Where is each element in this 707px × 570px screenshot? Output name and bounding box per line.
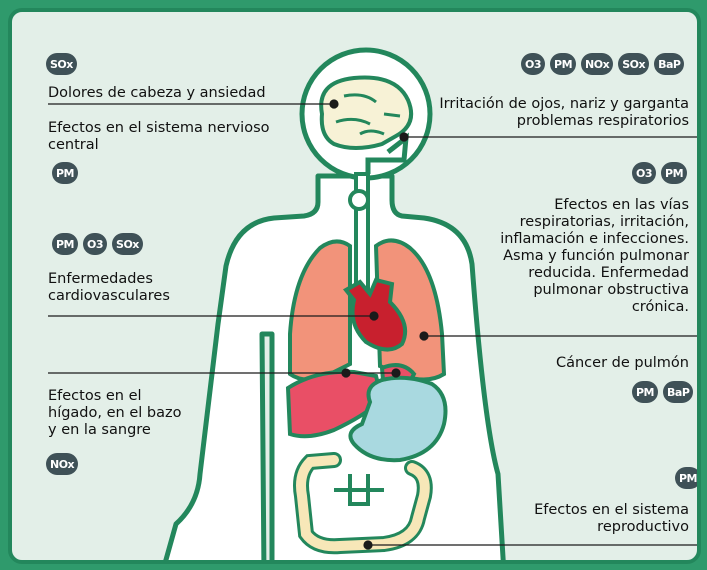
badge-pm: PM [661,162,688,184]
badge-sox: SOx [46,53,77,75]
brain [319,75,413,150]
intestine-fill [296,455,430,552]
badge-o3: O3 [521,53,546,75]
leader-lines [48,99,697,550]
badge-o3: O3 [83,233,108,255]
larynx-dot [348,189,370,211]
badge-bap: BaP [654,53,685,75]
small-intestine [334,474,384,506]
badge-pm: PM [675,467,697,489]
label-headache: Dolores de cabeza y ansiedad [48,85,266,101]
badge-sox: SOx [112,233,143,255]
badge-bap: BaP [663,381,694,403]
badge-pm: PM [632,381,659,403]
badges-cancer: PM BaP [632,381,694,403]
badge-nox: NOx [46,453,79,475]
label-nervous-system: Efectos en el sistema nervioso central [48,120,270,153]
label-cardiovascular: Enfermedades cardiovasculares [48,271,170,304]
brain-folds [335,93,401,136]
label-reproductive: Efectos en el sistema reproductivo [534,502,689,535]
badges-liver: NOx [46,453,79,475]
label-liver-spleen-blood: Efectos en el hígado, en el bazo y en la… [48,388,182,438]
badge-sox: SOx [618,53,650,75]
label-eye-nose-throat: Irritación de ojos, nariz y garganta pro… [439,96,689,129]
label-lung-cancer: Cáncer de pulmón [555,355,689,371]
badge-nox: NOx [581,53,614,75]
badge-o3: O3 [632,162,657,184]
badge-pm: PM [52,162,79,184]
stomach [348,375,448,463]
badges-nervous: PM [52,162,79,184]
badge-pm: PM [52,233,79,255]
badges-reproductive: PM [675,467,697,489]
nose-mouth [365,132,410,174]
diagram-panel: SOx Dolores de cabeza y ansiedad Efectos… [8,8,701,564]
badges-cardio: PM O3 SOx [52,233,143,255]
badges-airways: O3 PM [632,162,688,184]
body-illustration [48,47,697,560]
badges-headache: SOx [46,53,77,75]
badges-eyes: O3 PM NOx SOx BaP [521,53,685,75]
label-respiratory: Efectos en las vías respiratorias, irrit… [500,197,689,315]
badge-pm: PM [550,53,577,75]
